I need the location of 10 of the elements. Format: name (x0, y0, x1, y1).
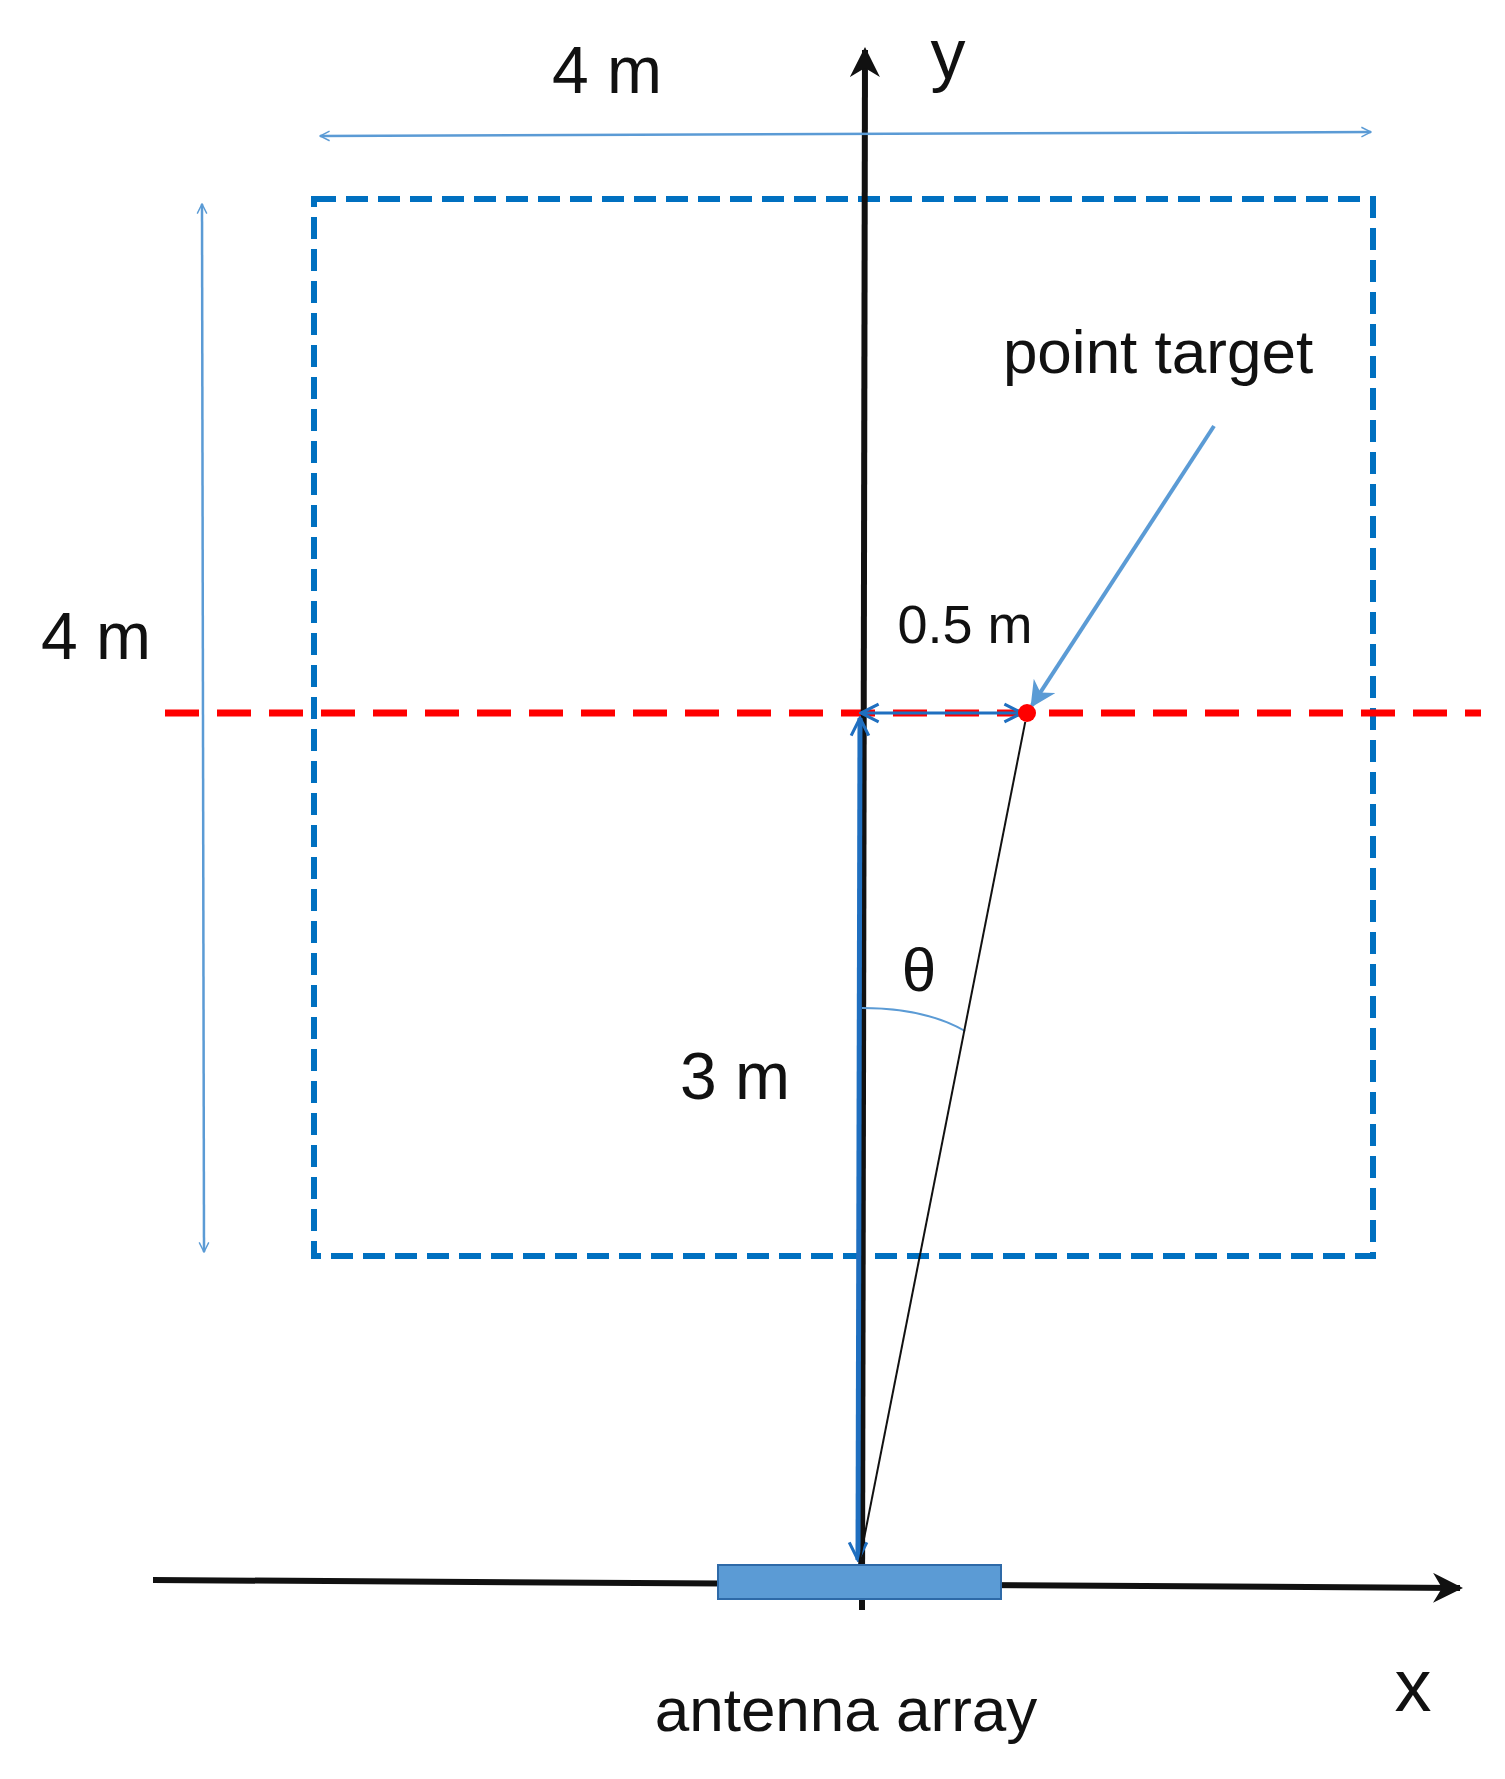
angle-label: θ (901, 939, 937, 1001)
point-target-dot (1018, 704, 1036, 722)
leader-arrow (1030, 424, 1216, 708)
dimension-label: 0.5 m (897, 597, 1033, 651)
axis-label: x (1394, 1649, 1432, 1723)
dimension-label: 4 m (552, 37, 662, 103)
dimension-label: 4 m (41, 603, 151, 669)
dimension-label: 3 m (680, 1043, 790, 1109)
sight-line (858, 720, 1027, 1565)
antenna-bar (717, 1564, 1002, 1600)
